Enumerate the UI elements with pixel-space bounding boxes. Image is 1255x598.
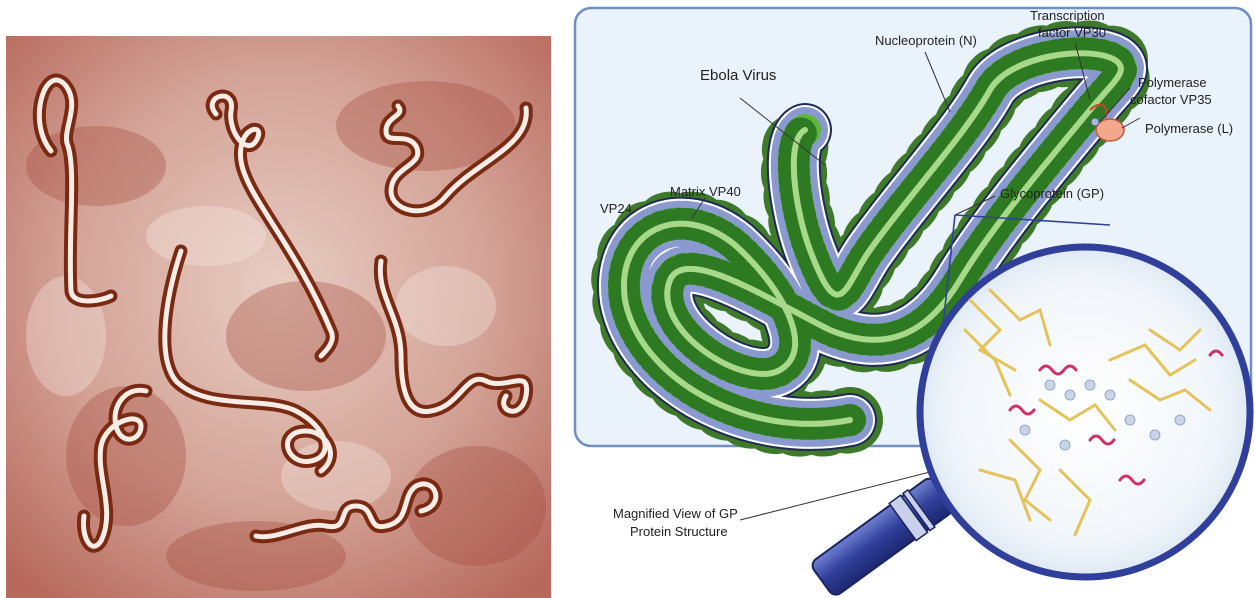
ebola-virus-diagram: Ebola Virus Nucleoprotein (N) Transcript… <box>570 0 1255 598</box>
ebola-micrograph-image <box>6 36 551 598</box>
label-ebola-virus: Ebola Virus <box>700 67 776 84</box>
label-polymerase-cofactor-line2: cofactor VP35 <box>1130 92 1212 107</box>
label-transcription-line1: Transcription <box>1030 8 1105 23</box>
label-polymerase-cofactor-line1: Polymerase <box>1138 75 1207 90</box>
label-nucleoprotein: Nucleoprotein (N) <box>875 33 977 48</box>
label-vp24: VP24 <box>600 201 632 216</box>
label-glycoprotein: Glycoprotein (GP) <box>1000 186 1104 201</box>
label-magnified-line1: Magnified View of GP <box>613 506 738 521</box>
label-polymerase: Polymerase (L) <box>1145 121 1233 136</box>
label-transcription-line2: factor VP30 <box>1038 25 1106 40</box>
label-magnified-line2: Protein Structure <box>630 524 728 539</box>
label-matrix-vp40: Matrix VP40 <box>670 184 741 199</box>
